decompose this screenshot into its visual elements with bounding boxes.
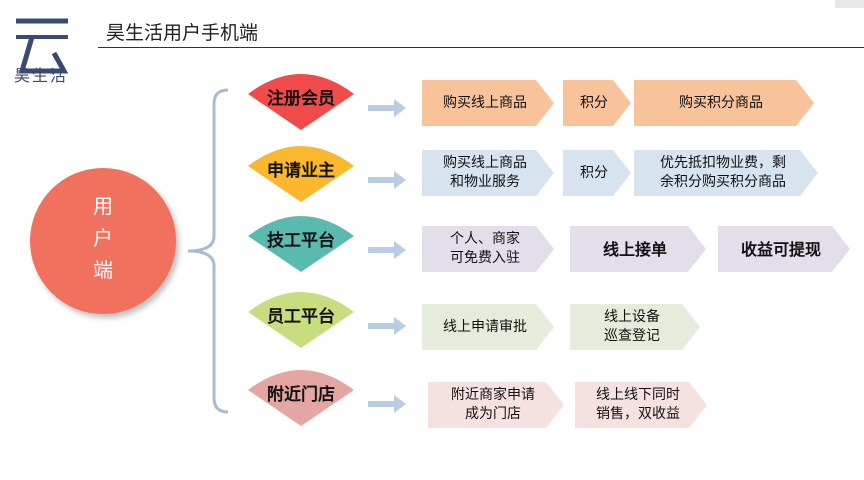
- step-box: 线上线下同时 销售，双收益: [575, 382, 707, 428]
- step-box: 线上申请审批: [422, 304, 554, 350]
- category-label: 技工平台: [267, 231, 335, 251]
- category-shape: [248, 146, 354, 202]
- step-box: 积分: [563, 150, 631, 196]
- step-box: 附近商家申请 成为门店: [428, 382, 564, 428]
- brace-connector: [187, 88, 229, 414]
- step-box: 线上接单: [570, 226, 706, 272]
- category-shape: [248, 370, 354, 426]
- category-label: 注册会员: [267, 89, 335, 109]
- step-box: 购买积分商品: [634, 80, 814, 126]
- main-label-line: 端: [93, 258, 113, 282]
- main-label-line: 户: [93, 226, 113, 250]
- step-box: 积分: [563, 80, 631, 126]
- main-label-line: 用: [93, 194, 113, 218]
- header-decoration: [835, 0, 864, 8]
- title-divider: [98, 47, 864, 48]
- main-label: 用 户 端: [30, 190, 176, 286]
- step-box: 个人、商家 可免费入驻: [422, 226, 554, 272]
- page-title: 昊生活用户手机端: [106, 22, 259, 44]
- brand-logo-icon: [16, 18, 69, 74]
- right-arrow-icon: [368, 99, 406, 117]
- category-shape: [248, 216, 354, 272]
- brand-name: 昊生活: [13, 66, 68, 85]
- category-shape: [248, 74, 354, 130]
- category-shape: [248, 292, 354, 348]
- main-circle: [30, 168, 176, 314]
- step-box: 优先抵扣物业费，剩 余积分购买积分商品: [634, 150, 818, 196]
- category-label: 申请业主: [267, 161, 335, 181]
- category-label: 附近门店: [267, 385, 335, 405]
- right-arrow-icon: [368, 317, 406, 335]
- step-box: 收益可提现: [718, 226, 850, 272]
- step-box: 购买线上商品: [422, 80, 554, 126]
- right-arrow-icon: [368, 171, 406, 189]
- right-arrow-icon: [368, 241, 406, 259]
- right-arrow-icon: [368, 395, 406, 413]
- step-box: 购买线上商品 和物业服务: [422, 150, 554, 196]
- step-box: 线上设备 巡查登记: [570, 304, 700, 350]
- category-label: 员工平台: [267, 307, 335, 327]
